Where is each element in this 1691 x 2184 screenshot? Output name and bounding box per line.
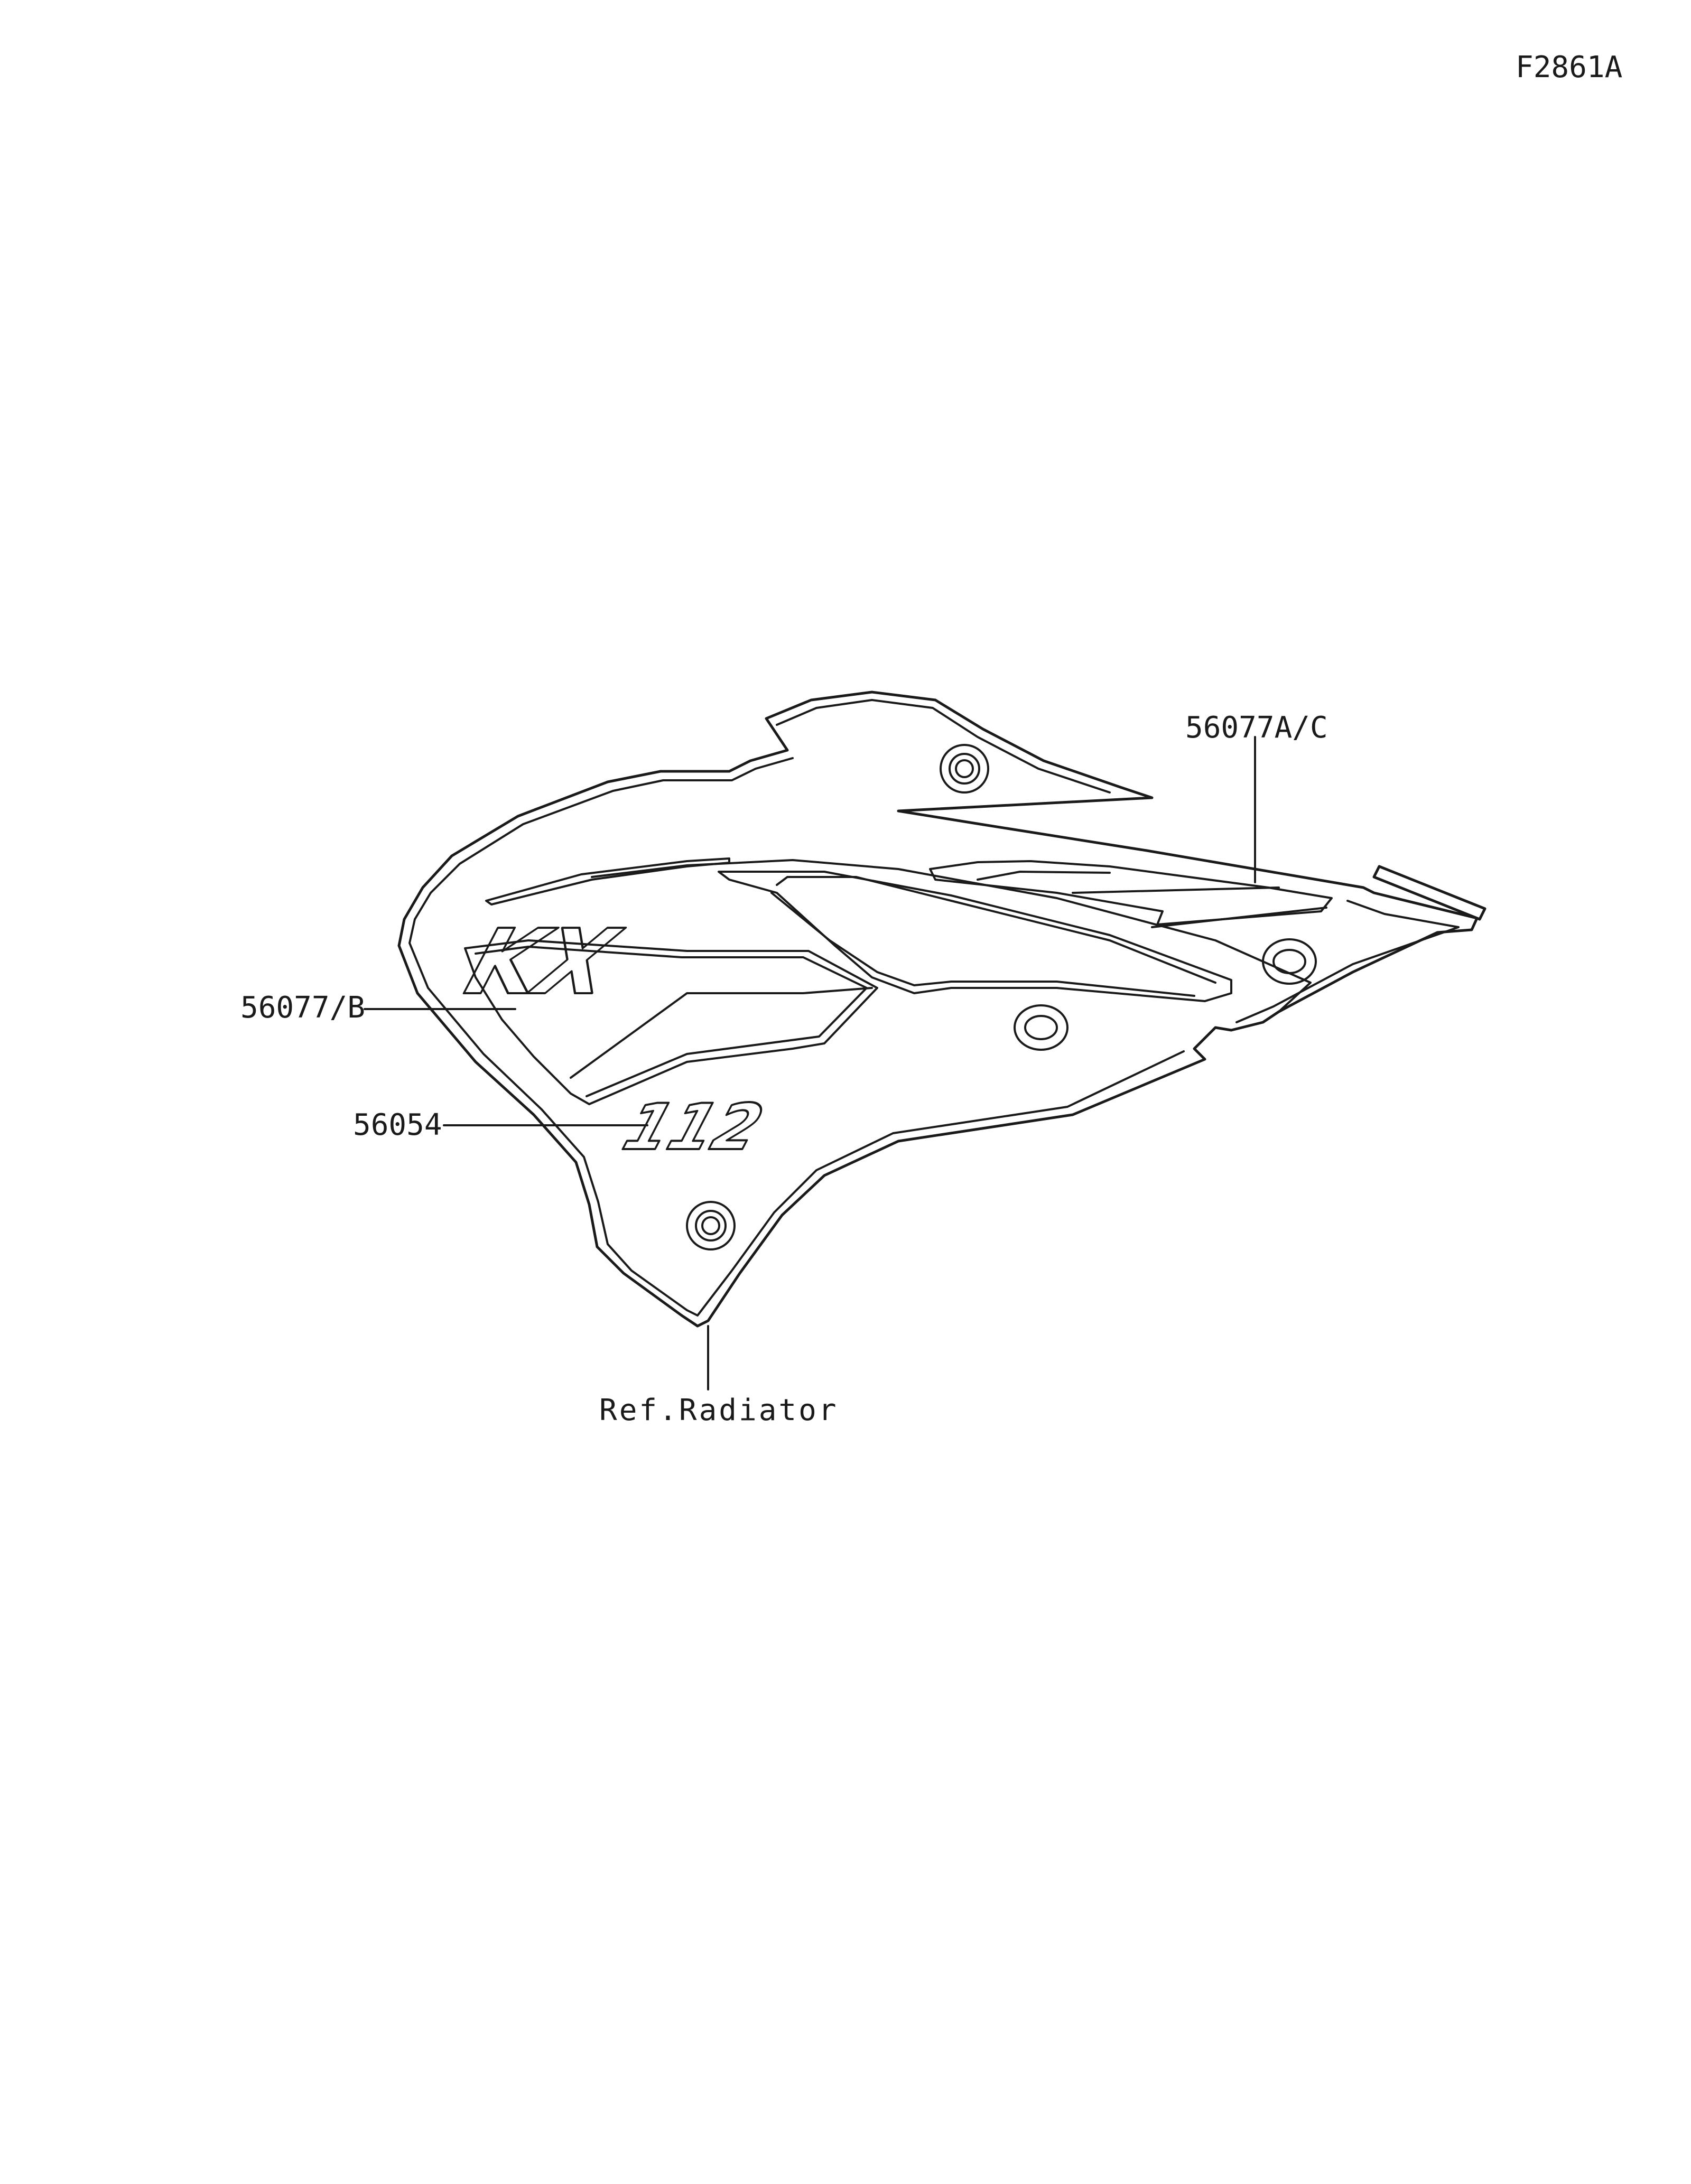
decal-main-inner [475,946,873,1097]
shroud-inner-outline [408,699,1460,1317]
grommet-bottom [686,1201,736,1250]
decal-upper-bands [977,871,1327,928]
grommet-top [940,744,989,794]
decal-upper-shape [929,860,1333,926]
callout-56077b: 56077/B [240,991,366,1025]
figure-code: F2861A [1516,50,1623,85]
stripe-inner-panel-2 [770,876,1216,997]
callout-56077ac: 56077A/C [1185,711,1328,745]
stripe-inner-panel [718,871,1232,1002]
callout-ref-radiator: Ref.Radiator [599,1393,839,1427]
grommet-middle [1014,1004,1069,1051]
grommet-right [1262,938,1317,985]
rear-tab [1372,865,1486,921]
logo-112: 112 [615,1091,772,1164]
logo-kx: KX [455,910,631,1015]
decal-main-shape [464,939,878,1105]
callout-56054: 56054 [353,1108,442,1142]
shroud-outline [397,690,1479,1328]
